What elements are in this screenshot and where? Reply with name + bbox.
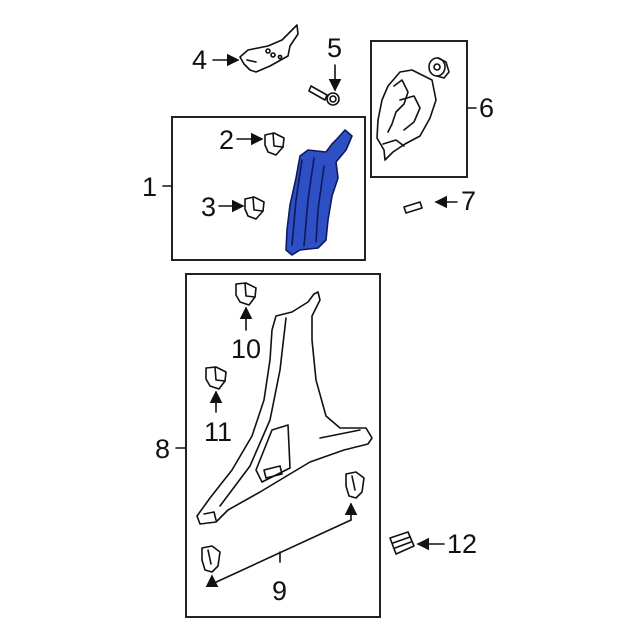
callout-6: 6 bbox=[479, 93, 495, 123]
pillar-trim-1-icon bbox=[285, 129, 353, 256]
clip-11-icon bbox=[205, 366, 227, 390]
bracket-6-icon bbox=[376, 69, 437, 161]
callout-4: 4 bbox=[192, 45, 208, 75]
callout-5: 5 bbox=[327, 33, 343, 63]
clip-3-icon bbox=[244, 196, 265, 220]
insert-12-icon bbox=[389, 531, 415, 555]
callout-9: 9 bbox=[272, 576, 288, 606]
group-box-6 bbox=[370, 40, 468, 178]
group-box-1 bbox=[171, 116, 366, 261]
clip-10-icon bbox=[235, 282, 257, 306]
bolt-7-icon bbox=[403, 201, 423, 214]
clip-9b-icon bbox=[345, 471, 365, 499]
callout-3: 3 bbox=[201, 192, 217, 222]
callout-8: 8 bbox=[155, 434, 171, 464]
callout-10: 10 bbox=[231, 334, 262, 364]
clip-2-icon bbox=[264, 132, 285, 156]
pillar-trim-8-icon bbox=[196, 291, 373, 525]
bracket-4-icon bbox=[239, 24, 299, 73]
callout-7: 7 bbox=[461, 186, 477, 216]
callout-11: 11 bbox=[204, 417, 233, 447]
grommet-6-icon bbox=[428, 57, 450, 79]
group-box-8 bbox=[185, 273, 381, 618]
bolt-5-icon bbox=[308, 85, 340, 106]
callout-1: 1 bbox=[142, 172, 158, 202]
clip-9a-icon bbox=[201, 545, 221, 573]
callout-12: 12 bbox=[447, 529, 478, 559]
callout-2: 2 bbox=[219, 125, 235, 155]
